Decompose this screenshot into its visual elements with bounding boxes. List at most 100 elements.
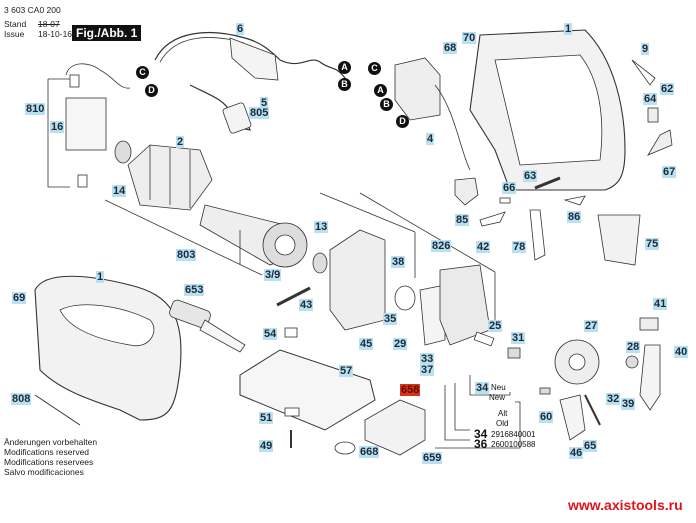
callout-67[interactable]: 67 [662, 166, 677, 178]
website-link[interactable]: www.axistools.ru [568, 497, 683, 513]
callout-805[interactable]: 805 [249, 107, 270, 119]
replacement-note-brackets [435, 375, 521, 449]
callout-68[interactable]: 68 [443, 42, 458, 54]
callout-13[interactable]: 13 [314, 221, 329, 233]
footer-line-en: Modifications reserved [4, 447, 90, 457]
callout-46[interactable]: 46 [569, 447, 584, 459]
bearing-13-drawing [312, 252, 328, 274]
note-new-de: Neu [491, 383, 506, 392]
switch-connector-b-marker: B [380, 98, 393, 111]
note-new-en: New [489, 393, 506, 402]
callout-3-9[interactable]: 3/9 [264, 269, 282, 281]
callout-31[interactable]: 31 [511, 332, 526, 344]
dust-tube-drawing [169, 299, 246, 353]
callout-54[interactable]: 54 [263, 328, 278, 340]
switch-connector-d-marker: D [396, 115, 409, 128]
callout-78[interactable]: 78 [512, 241, 527, 253]
callout-43[interactable]: 43 [299, 299, 314, 311]
connector-c-marker: C [136, 66, 149, 79]
callout-668[interactable]: 668 [359, 446, 380, 458]
callout-5[interactable]: 5 [260, 97, 269, 109]
small-parts-drawing [454, 176, 641, 266]
callout-32[interactable]: 32 [606, 393, 621, 405]
callout-69[interactable]: 69 [12, 292, 27, 304]
housing-right-drawing [469, 29, 673, 191]
note-old-number-36: 2600100588 [491, 440, 536, 449]
callout-25[interactable]: 25 [488, 320, 503, 332]
blade-guard-drawing [334, 399, 426, 456]
callout-75[interactable]: 75 [645, 238, 660, 250]
callout-51[interactable]: 51 [259, 412, 274, 424]
callout-70[interactable]: 70 [462, 32, 477, 44]
stand-date: 18-07 [38, 19, 60, 29]
note-old-en: Old [496, 419, 509, 428]
callout-810[interactable]: 810 [25, 103, 46, 115]
callout-45[interactable]: 45 [359, 338, 374, 350]
callout-2[interactable]: 2 [176, 136, 185, 148]
power-cable-drawing [154, 32, 346, 134]
gear-housing-drawing [319, 192, 496, 346]
callout-37[interactable]: 37 [420, 364, 435, 376]
callout-60[interactable]: 60 [539, 411, 554, 423]
callout-658-highlighted[interactable]: 658 [400, 384, 421, 396]
footer-line-de: Änderungen vorbehalten [4, 437, 98, 447]
connector-d-marker: D [145, 84, 158, 97]
callout-63[interactable]: 63 [523, 170, 538, 182]
part-number: 3 603 CA0 200 [4, 5, 61, 15]
callout-86[interactable]: 86 [567, 211, 582, 223]
switch-drawing [394, 57, 471, 171]
callout-34-new[interactable]: 34 [475, 382, 490, 394]
footer-line-es: Salvo modificaciones [4, 467, 84, 477]
callout-62[interactable]: 62 [660, 83, 675, 95]
callout-659[interactable]: 659 [422, 452, 443, 464]
switch-connector-c-marker: C [368, 62, 381, 75]
callout-826[interactable]: 826 [431, 240, 452, 252]
armature-drawing [104, 199, 308, 276]
callout-6[interactable]: 6 [236, 23, 245, 35]
note-old-number-34: 2916840001 [491, 430, 536, 439]
note-old-de: Alt [498, 409, 508, 418]
stand-label: Stand [4, 19, 27, 29]
callout-85[interactable]: 85 [455, 214, 470, 226]
callout-4[interactable]: 4 [426, 133, 435, 145]
gear-train-drawing [473, 317, 661, 441]
callout-16[interactable]: 16 [50, 121, 65, 133]
callout-29[interactable]: 29 [393, 338, 408, 350]
callout-49[interactable]: 49 [259, 440, 274, 452]
connector-a-marker: A [338, 61, 351, 74]
issue-label: Issue [4, 29, 25, 39]
callout-9[interactable]: 9 [641, 43, 650, 55]
base-plate-drawing [239, 327, 376, 448]
note-old-part-34: 34 [474, 427, 488, 441]
callout-57[interactable]: 57 [339, 365, 354, 377]
callout-27[interactable]: 27 [584, 320, 599, 332]
callout-66[interactable]: 66 [502, 182, 517, 194]
pin-43-drawing [276, 286, 311, 307]
callout-42[interactable]: 42 [476, 241, 491, 253]
housing-left-drawing [34, 275, 182, 426]
footer-line-fr: Modifications reservees [4, 457, 94, 467]
issue-date: 18-10-16 [38, 29, 73, 39]
callout-28[interactable]: 28 [626, 341, 641, 353]
callout-35[interactable]: 35 [383, 313, 398, 325]
stator-drawing [127, 144, 213, 211]
callout-803[interactable]: 803 [176, 249, 197, 261]
callout-65[interactable]: 65 [583, 440, 598, 452]
callout-1-right[interactable]: 1 [564, 23, 573, 35]
callout-33[interactable]: 33 [420, 353, 435, 365]
callout-808[interactable]: 808 [11, 393, 32, 405]
callout-39[interactable]: 39 [621, 398, 636, 410]
connector-b-marker: B [338, 78, 351, 91]
callout-41[interactable]: 41 [653, 298, 668, 310]
figure-label: Fig./Abb. 1 [72, 25, 142, 41]
callout-38[interactable]: 38 [391, 256, 406, 268]
brush-holder-drawing [47, 63, 132, 188]
callout-64[interactable]: 64 [643, 93, 658, 105]
callout-653[interactable]: 653 [184, 284, 205, 296]
modifications-note: Änderungen vorbehalten Modifications res… [4, 437, 97, 477]
callout-1-left[interactable]: 1 [96, 271, 105, 283]
callout-14[interactable]: 14 [112, 185, 127, 197]
callout-40[interactable]: 40 [674, 346, 689, 358]
